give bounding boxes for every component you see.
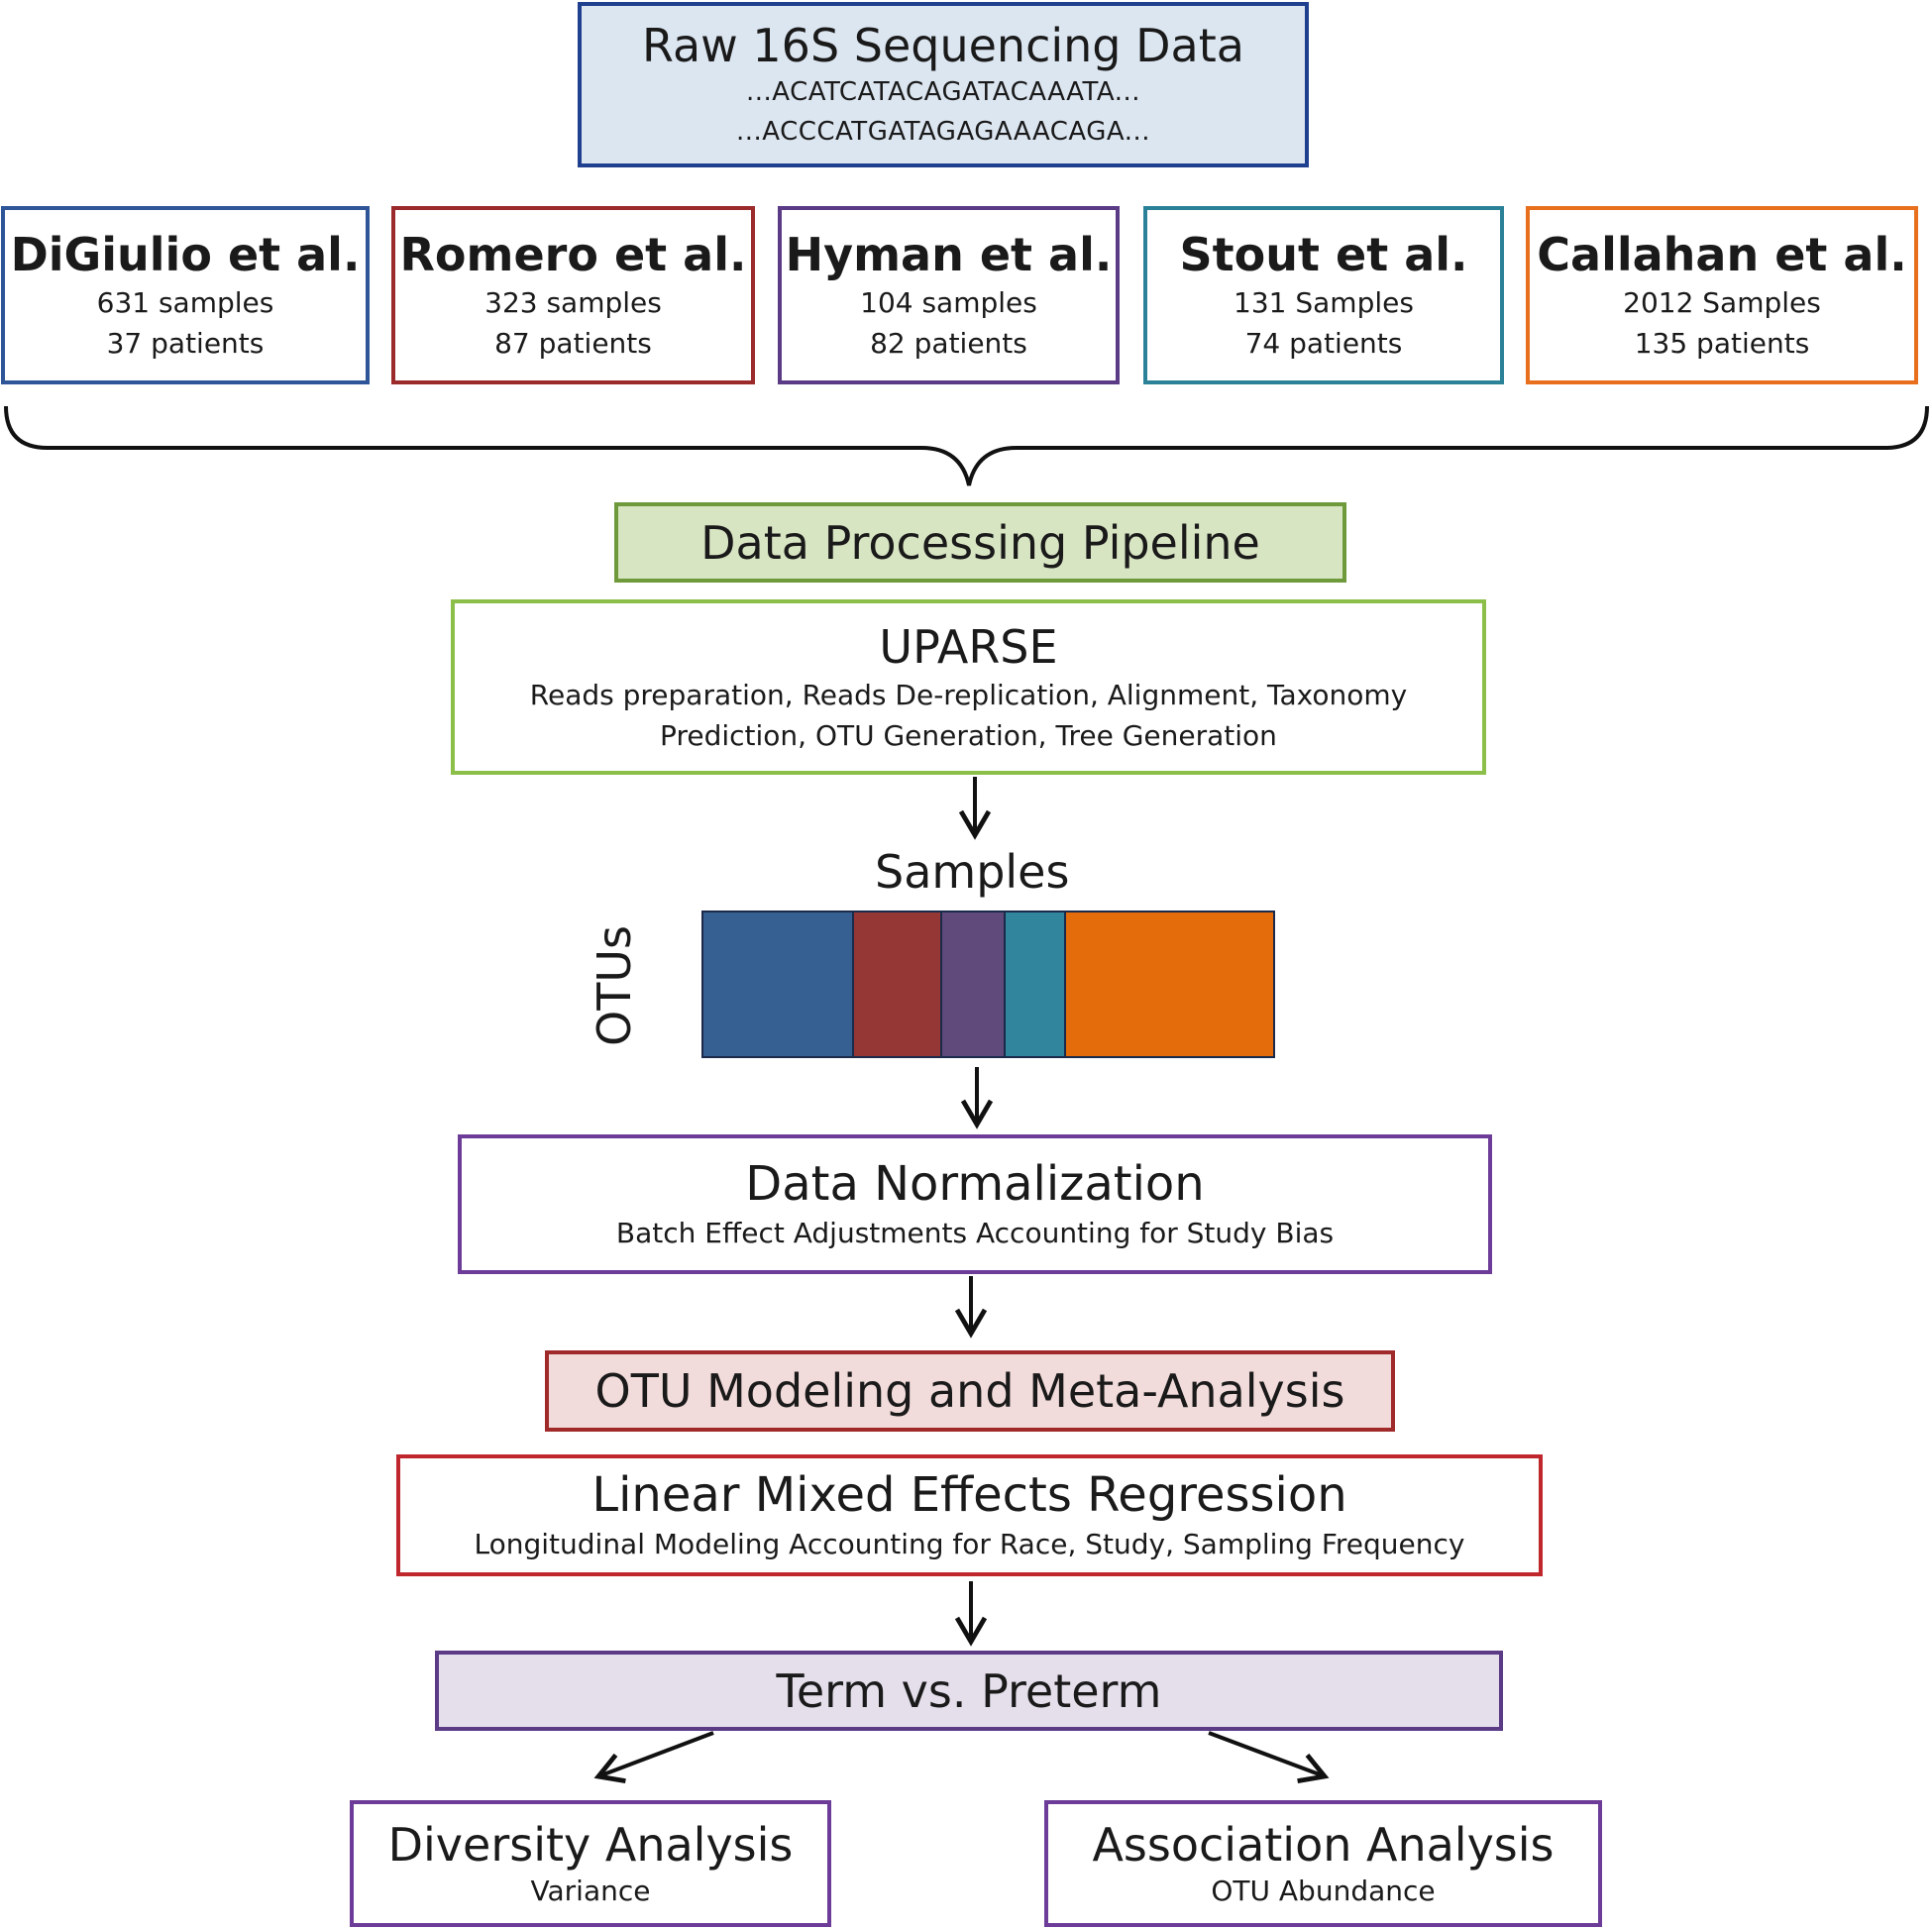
association-subtitle: OTU Abundance [1211, 1875, 1436, 1907]
uparse-title: UPARSE [879, 619, 1058, 674]
study-box-callahan: Callahan et al. 2012 Samples 135 patient… [1526, 206, 1918, 384]
outcome-header: Term vs. Preterm [435, 1651, 1503, 1731]
pipeline-header: Data Processing Pipeline [614, 502, 1346, 583]
matrix-segment-hyman [942, 912, 1006, 1056]
regression-title: Linear Mixed Effects Regression [591, 1467, 1347, 1523]
arrow-outcome-to-association [1208, 1731, 1325, 1776]
regression-subtitle: Longitudinal Modeling Accounting for Rac… [474, 1528, 1465, 1560]
raw-data-title: Raw 16S Sequencing Data [642, 18, 1244, 72]
modeling-header: OTU Modeling and Meta-Analysis [545, 1350, 1395, 1432]
modeling-header-label: OTU Modeling and Meta-Analysis [594, 1364, 1345, 1418]
matrix-segment-stout [1006, 912, 1066, 1056]
study-box-digiulio: DiGiulio et al. 631 samples 37 patients [1, 206, 370, 384]
study-grouping-brace [4, 405, 1929, 486]
normalization-subtitle: Batch Effect Adjustments Accounting for … [615, 1217, 1335, 1249]
association-title: Association Analysis [1092, 1818, 1555, 1872]
raw-data-box: Raw 16S Sequencing Data ...ACATCATACAGAT… [578, 2, 1309, 167]
sequence-line-1: ...ACATCATACAGATACAAATA... [745, 76, 1141, 107]
regression-box: Linear Mixed Effects Regression Longitud… [396, 1454, 1543, 1576]
outcome-header-label: Term vs. Preterm [776, 1663, 1162, 1718]
study-name: Hyman et al. [785, 228, 1113, 281]
study-samples: 631 samples [96, 286, 274, 319]
study-patients: 37 patients [106, 327, 265, 360]
pipeline-header-label: Data Processing Pipeline [700, 515, 1260, 570]
study-patients: 87 patients [494, 327, 652, 360]
study-patients: 74 patients [1244, 327, 1403, 360]
study-patients: 82 patients [870, 327, 1027, 360]
association-analysis-box: Association Analysis OTU Abundance [1044, 1800, 1602, 1927]
matrix-segment-romero [854, 912, 942, 1056]
study-box-romero: Romero et al. 323 samples 87 patients [391, 206, 755, 384]
uparse-steps-line-1: Reads preparation, Reads De-replication,… [529, 678, 1408, 711]
study-name: DiGiulio et al. [10, 228, 361, 281]
study-samples: 323 samples [484, 286, 662, 319]
study-samples: 104 samples [860, 286, 1037, 319]
study-patients: 135 patients [1634, 327, 1810, 360]
diversity-subtitle: Variance [530, 1875, 651, 1907]
sequence-line-2: ...ACCCATGATAGAGAAACAGA... [735, 116, 1151, 147]
uparse-box: UPARSE Reads preparation, Reads De-repli… [451, 599, 1486, 775]
otu-sample-matrix [701, 911, 1275, 1058]
diversity-analysis-box: Diversity Analysis Variance [350, 1800, 831, 1927]
diversity-title: Diversity Analysis [387, 1818, 794, 1872]
study-box-stout: Stout et al. 131 Samples 74 patients [1143, 206, 1504, 384]
normalization-box: Data Normalization Batch Effect Adjustme… [458, 1134, 1492, 1274]
study-name: Callahan et al. [1537, 228, 1907, 281]
matrix-segment-callahan [1066, 912, 1273, 1056]
samples-axis-label: Samples [875, 845, 1070, 899]
matrix-segment-digiulio [703, 912, 854, 1056]
study-samples: 2012 Samples [1623, 286, 1821, 319]
study-name: Romero et al. [399, 228, 747, 281]
study-samples: 131 Samples [1234, 286, 1414, 319]
uparse-steps-line-2: Prediction, OTU Generation, Tree Generat… [660, 718, 1277, 752]
arrow-outcome-to-diversity [598, 1731, 714, 1776]
study-box-hyman: Hyman et al. 104 samples 82 patients [778, 206, 1120, 384]
study-name: Stout et al. [1179, 228, 1468, 281]
normalization-title: Data Normalization [745, 1156, 1205, 1212]
